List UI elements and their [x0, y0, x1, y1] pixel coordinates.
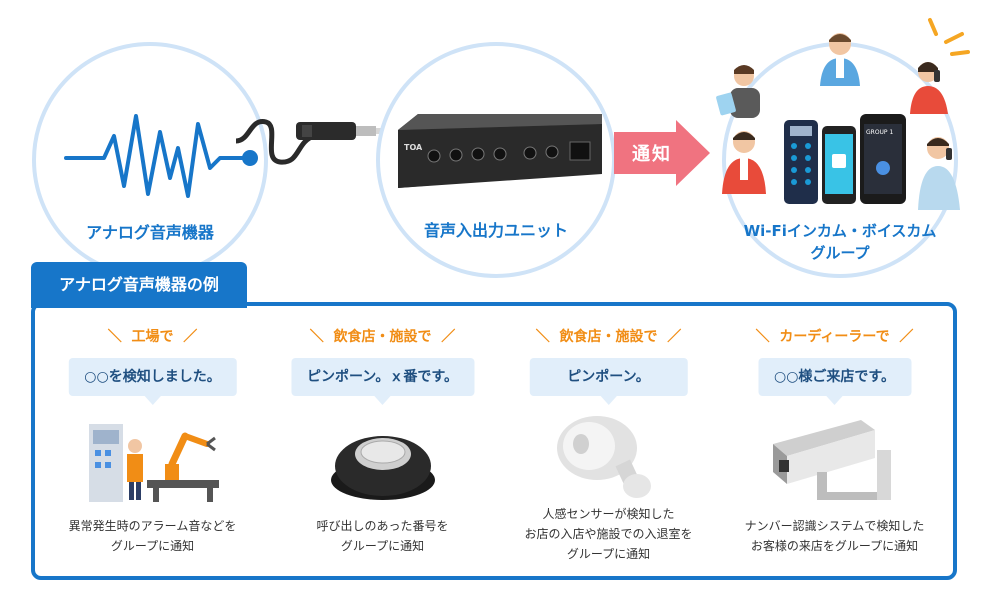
example-security-camera: ＼ カーディーラーで ／ ○○様ご来店です。 ナンバー認識システムで検知した お…	[722, 326, 947, 576]
phone-screen-text: GROUP 1	[866, 129, 894, 136]
group-circle: GROUP 1 Wi-Fiインカム・ボイスカム グループ	[716, 33, 960, 278]
device-brand-text: TOA	[404, 143, 423, 152]
security-camera-icon	[772, 420, 891, 500]
example-message-bubble: ○○を検知しました。	[68, 358, 237, 405]
arrow-right-icon	[614, 120, 710, 186]
call-button-icon	[330, 436, 435, 500]
example-message-bubble: ピンポーン。ｘ番です。	[290, 358, 475, 405]
notify-arrow: 通知	[614, 120, 710, 186]
notify-arrow-label: 通知	[632, 144, 672, 165]
analog-device-circle: アナログ音声機器	[32, 42, 268, 278]
example-category: ＼ カーディーラーで ／	[755, 329, 914, 345]
person-tablet-icon	[716, 65, 760, 118]
example-description: 人感センサーが検知した お店の入店や施設での入退室を グループに通知	[524, 507, 693, 561]
analog-device-label: アナログ音声機器	[86, 223, 214, 242]
factory-robot-arm-icon	[88, 424, 219, 502]
motion-sensor-icon	[556, 416, 651, 498]
audio-unit-circle: TOA 音声入出力ユニット	[376, 42, 616, 278]
example-category: ＼ 工場で ／	[107, 329, 198, 345]
example-factory: ＼ 工場で ／ ○○を検知しました。 異常発生時のアラーム音などを グループに通…	[40, 326, 265, 576]
alert-lines-icon	[928, 18, 970, 56]
person-phone-icon	[910, 62, 948, 114]
example-category: ＼ 飲食店・施設で ／	[309, 329, 456, 345]
audio-unit-label: 音声入出力ユニット	[423, 221, 568, 240]
example-category: ＼ 飲食店・施設で ／	[535, 329, 682, 345]
intercom-devices-icon	[784, 114, 906, 204]
person-right-phone-icon	[918, 137, 960, 210]
person-headset-center-icon	[820, 33, 860, 86]
person-left-headset-icon	[722, 131, 766, 194]
audio-unit-device-icon	[398, 114, 602, 188]
group-label-line2: グループ	[810, 244, 870, 262]
group-label-line1: Wi-Fiインカム・ボイスカム	[743, 222, 937, 240]
example-message-bubble: ○○様ご来店です。	[757, 358, 912, 405]
example-call-button: ＼ 飲食店・施設で ／ ピンポーン。ｘ番です。 呼び出しのあった番号を グループ…	[270, 326, 495, 576]
example-motion-sensor: ＼ 飲食店・施設で ／ ピンポーン。 人感センサーが検知した お店の入店や施設で…	[496, 326, 721, 576]
example-description: 異常発生時のアラーム音などを グループに通知	[68, 519, 237, 553]
examples-heading: アナログ音声機器の例	[31, 262, 247, 308]
example-description: 呼び出しのあった番号を グループに通知	[316, 519, 449, 553]
example-description: ナンバー認識システムで検知した お客様の来店をグループに通知	[744, 519, 925, 553]
waveform-icon	[64, 114, 258, 198]
example-message-bubble: ピンポーン。	[529, 358, 688, 405]
